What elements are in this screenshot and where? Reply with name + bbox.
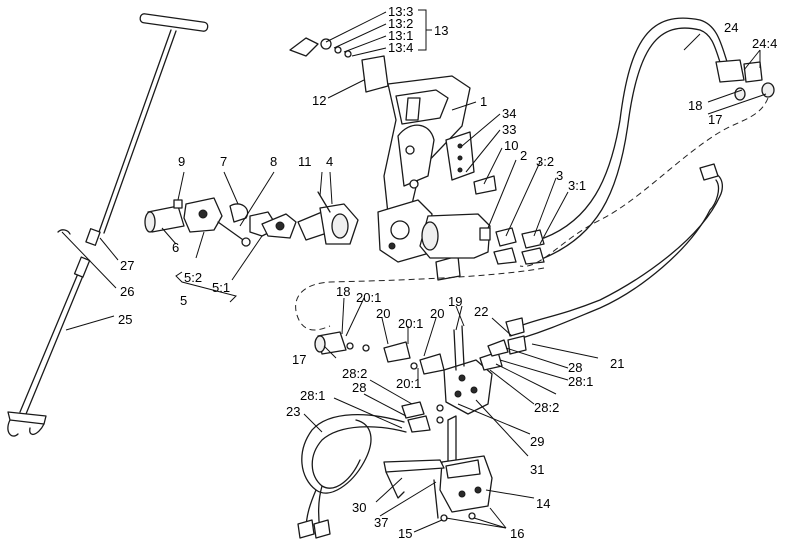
hydraulic-motor (419, 213, 545, 265)
callout-37: 37 (374, 515, 388, 530)
callout-16: 16 (510, 526, 524, 541)
callout-13-4: 13:4 (388, 40, 413, 55)
callout-12: 12 (312, 93, 326, 108)
callout-33: 33 (502, 122, 516, 137)
mount-bracket (289, 37, 497, 281)
callout-14: 14 (536, 496, 550, 511)
callout-4: 4 (326, 154, 333, 169)
callout-7: 7 (220, 154, 227, 169)
callout-28-2-b: 28:2 (534, 400, 559, 415)
hose-24 (543, 17, 775, 259)
callout-28-right: 28 (568, 360, 582, 375)
callout-3-2: 3:2 (536, 154, 554, 169)
callout-20-b: 20 (430, 306, 444, 321)
leader-lines (61, 9, 767, 533)
callout-18-top: 18 (688, 98, 702, 113)
callout-20-1-c: 20:1 (396, 376, 421, 391)
callout-28-2-a: 28:2 (342, 366, 367, 381)
callout-29: 29 (530, 434, 544, 449)
callout-25: 25 (118, 312, 132, 327)
callout-13: 13 (434, 23, 448, 38)
callout-18: 18 (336, 284, 350, 299)
callout-5-2: 5:2 (184, 270, 202, 285)
callout-24-4: 24:4 (752, 36, 777, 51)
hose-23 (297, 413, 407, 539)
callout-20-a: 20 (376, 306, 390, 321)
linkage-assembly (144, 191, 359, 247)
callout-6: 6 (172, 240, 179, 255)
callout-27: 27 (120, 258, 134, 273)
callout-3: 3 (556, 168, 563, 183)
callout-13-3: 13:3 (388, 4, 413, 19)
callout-17-top: 17 (708, 112, 722, 127)
control-valve (314, 325, 509, 475)
callout-8: 8 (270, 154, 277, 169)
callout-28-left: 28 (352, 380, 366, 395)
callout-3-1: 3:1 (568, 178, 586, 193)
callout-5-1: 5:1 (212, 280, 230, 295)
callout-13-1: 13:1 (388, 28, 413, 43)
callout-9: 9 (178, 154, 185, 169)
callout-22: 22 (474, 304, 488, 319)
callout-20-1-b: 20:1 (398, 316, 423, 331)
callout-2: 2 (520, 148, 527, 163)
callout-10: 10 (504, 138, 518, 153)
callout-19: 19 (448, 294, 462, 309)
dashed-route (519, 97, 769, 267)
callout-23: 23 (286, 404, 300, 419)
callout-31: 31 (530, 462, 544, 477)
callout-5: 5 (180, 293, 187, 308)
callout-30: 30 (352, 500, 366, 515)
callout-34: 34 (502, 106, 516, 121)
callout-20-1-a: 20:1 (356, 290, 381, 305)
mount-plate (383, 455, 493, 522)
callout-15: 15 (398, 526, 412, 541)
callout-1: 1 (480, 94, 487, 109)
callout-28-1-left: 28:1 (300, 388, 325, 403)
callout-11: 11 (298, 154, 312, 169)
callout-21: 21 (610, 356, 624, 371)
callout-labels: 13:3 13:2 13 13:1 13:4 12 1 34 33 10 2 3… (118, 4, 777, 541)
dashed-route-lower (295, 267, 545, 331)
callout-13-2: 13:2 (388, 16, 413, 31)
callout-24: 24 (724, 20, 738, 35)
callout-26: 26 (120, 284, 134, 299)
t-handle-rod (7, 13, 209, 437)
callout-17: 17 (292, 352, 306, 367)
callout-28-1-right: 28:1 (568, 374, 593, 389)
